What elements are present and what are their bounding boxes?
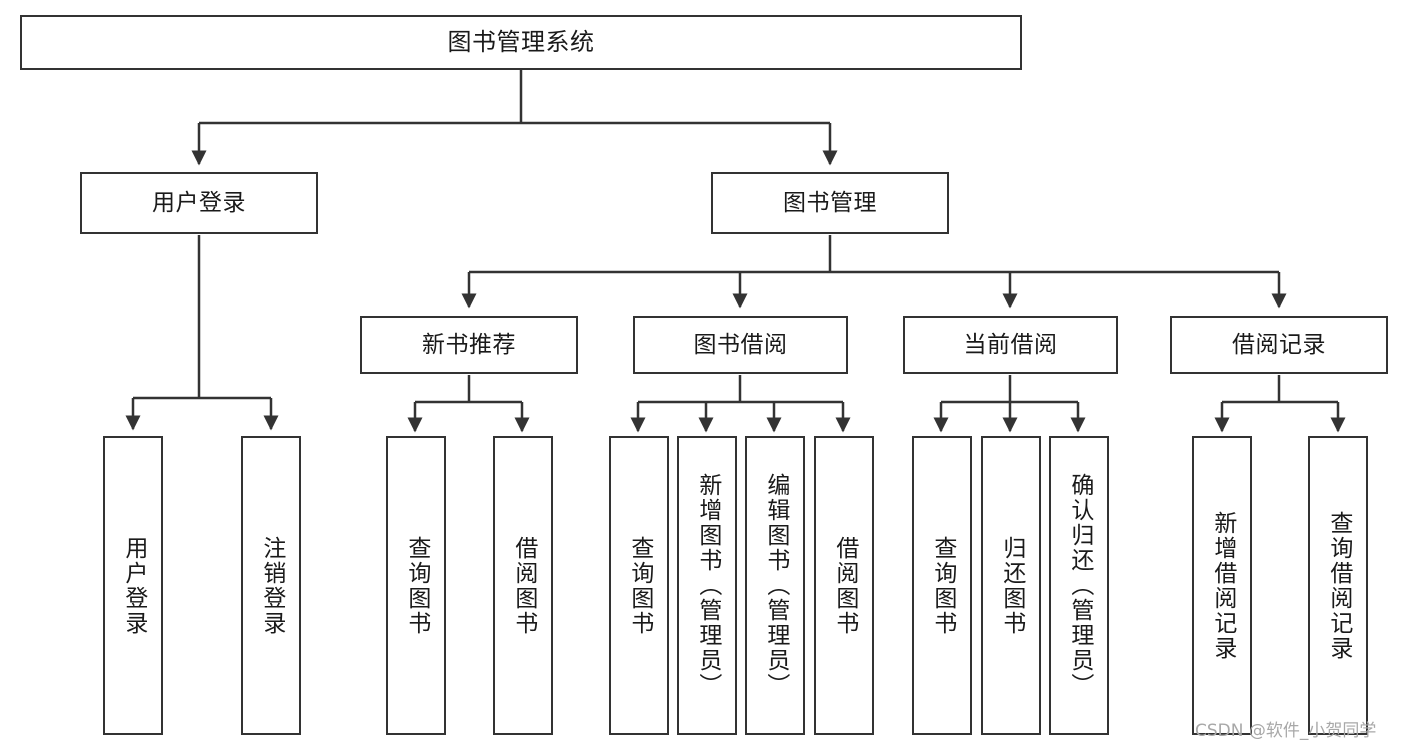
- node-leaf-add-record-label: 新增借阅记录: [1209, 510, 1236, 661]
- node-current-borrow-label: 当前借阅: [963, 331, 1058, 358]
- node-book-manage[interactable]: 图书管理: [711, 172, 949, 234]
- node-leaf-query-book-3[interactable]: 查询图书: [912, 436, 972, 735]
- node-root[interactable]: 图书管理系统: [20, 15, 1022, 70]
- node-leaf-borrow-book-1-label: 借阅图书: [510, 535, 537, 636]
- node-current-borrow[interactable]: 当前借阅: [903, 316, 1118, 374]
- node-user-login[interactable]: 用户登录: [80, 172, 318, 234]
- node-leaf-query-book-1[interactable]: 查询图书: [386, 436, 446, 735]
- node-leaf-borrow-book-2-label: 借阅图书: [831, 535, 858, 636]
- node-leaf-query-book-2-label: 查询图书: [626, 535, 653, 636]
- node-leaf-user-login[interactable]: 用户登录: [103, 436, 163, 735]
- node-new-book-rec-label: 新书推荐: [422, 331, 516, 358]
- node-user-login-label: 用户登录: [152, 189, 246, 216]
- node-leaf-logout-label: 注销登录: [258, 535, 285, 636]
- node-leaf-edit-book[interactable]: 编辑图书（管理员）: [745, 436, 805, 735]
- node-leaf-query-record-label: 查询借阅记录: [1325, 510, 1352, 661]
- node-leaf-logout[interactable]: 注销登录: [241, 436, 301, 735]
- node-book-manage-label: 图书管理: [783, 189, 877, 216]
- node-leaf-borrow-book-2[interactable]: 借阅图书: [814, 436, 874, 735]
- node-leaf-add-book-label: 新增图书（管理员）: [694, 473, 721, 698]
- node-leaf-edit-book-label: 编辑图书（管理员）: [762, 473, 789, 698]
- node-leaf-confirm-return-label: 确认归还（管理员）: [1066, 473, 1093, 698]
- node-leaf-confirm-return[interactable]: 确认归还（管理员）: [1049, 436, 1109, 735]
- node-borrow-record-label: 借阅记录: [1232, 331, 1326, 358]
- node-borrow-record[interactable]: 借阅记录: [1170, 316, 1388, 374]
- node-leaf-borrow-book-1[interactable]: 借阅图书: [493, 436, 553, 735]
- node-leaf-query-book-2[interactable]: 查询图书: [609, 436, 669, 735]
- node-root-label: 图书管理系统: [447, 27, 595, 56]
- node-leaf-add-record[interactable]: 新增借阅记录: [1192, 436, 1252, 735]
- node-book-borrow[interactable]: 图书借阅: [633, 316, 848, 374]
- node-leaf-add-book[interactable]: 新增图书（管理员）: [677, 436, 737, 735]
- node-new-book-rec[interactable]: 新书推荐: [360, 316, 578, 374]
- node-leaf-query-book-3-label: 查询图书: [929, 535, 956, 636]
- node-leaf-return-book[interactable]: 归还图书: [981, 436, 1041, 735]
- node-leaf-query-book-1-label: 查询图书: [403, 535, 430, 636]
- node-book-borrow-label: 图书借阅: [693, 331, 788, 358]
- csdn-watermark: CSDN @软件_小贺同学: [1195, 721, 1377, 741]
- node-leaf-query-record[interactable]: 查询借阅记录: [1308, 436, 1368, 735]
- node-leaf-return-book-label: 归还图书: [998, 535, 1025, 636]
- node-leaf-user-login-label: 用户登录: [120, 535, 147, 636]
